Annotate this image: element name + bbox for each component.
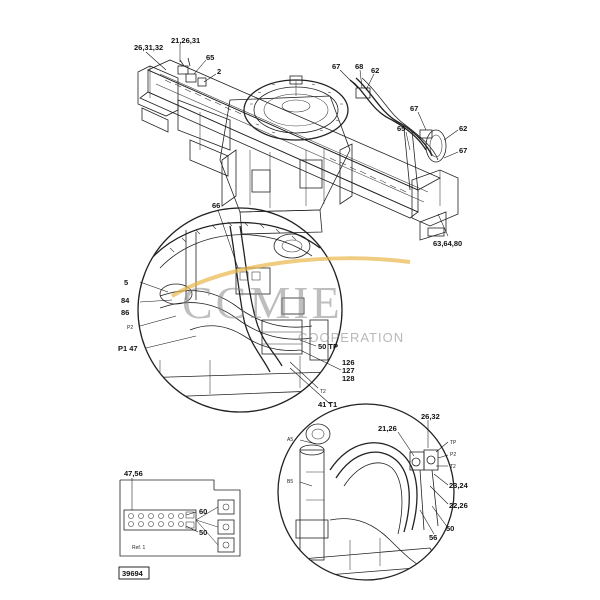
callout-47-56: 47,56 — [124, 469, 143, 478]
callout-a5: A5 — [287, 437, 293, 443]
callout-t2-b: T2 — [450, 464, 456, 470]
callout-67-a: 67 — [332, 62, 340, 71]
callout-84: 84 — [121, 296, 130, 305]
callout-tp-b: TP — [450, 440, 457, 446]
callout-50-b: 50 — [446, 524, 454, 533]
callout-65-b: 65 — [397, 124, 405, 133]
callout-2: 2 — [217, 67, 221, 76]
schematic-note: Ref. 1 — [132, 545, 146, 551]
watermark-brand: CCMIE — [182, 277, 343, 328]
callout-21-26-31: 21,26,31 — [171, 36, 200, 45]
callout-23-24: 23,24 — [449, 481, 469, 490]
callout-62-a: 62 — [371, 66, 379, 75]
callout-41-t1: 41 T1 — [318, 400, 337, 409]
top-assembly-drawing: 26,31,32 21,26,31 65 2 67 68 62 67 65 62… — [134, 36, 467, 248]
watermark-sub: COOPERATION — [298, 330, 404, 345]
callout-67-c: 67 — [459, 146, 467, 155]
detail-b-drawing: 26,32 21,26 A5 B5 TP P2 T2 23,24 22,26 5… — [277, 403, 469, 581]
detail-a-drawing: 66 5 84 86 P2 P1 47 50 TP 126 127 128 T2… — [118, 201, 355, 413]
callout-50-schematic: 50 — [199, 528, 207, 537]
callout-t2-a: T2 — [320, 389, 326, 395]
callout-56: 56 — [429, 533, 437, 542]
callout-22-26: 22,26 — [449, 501, 468, 510]
callout-p2: P2 — [127, 325, 133, 331]
callout-50-tp: 50 TP — [318, 342, 338, 351]
callout-p2-b: P2 — [450, 452, 456, 458]
callout-65-top: 65 — [206, 53, 214, 62]
callout-86: 86 — [121, 308, 129, 317]
watermark-logo: CCMIE COOPERATION — [170, 256, 411, 345]
callout-p1-47: P1 47 — [118, 344, 138, 353]
callout-26-32: 26,32 — [421, 412, 440, 421]
hydraulic-schematic: 47,56 60 50 Ref. 1 — [119, 469, 241, 557]
callout-126: 126 — [342, 358, 355, 367]
callout-60: 60 — [199, 507, 207, 516]
drawing-number: 39694 — [122, 569, 144, 578]
callout-128: 128 — [342, 374, 355, 383]
callout-67-b: 67 — [410, 104, 418, 113]
callout-127: 127 — [342, 366, 355, 375]
callout-26-31-32: 26,31,32 — [134, 43, 163, 52]
drawing-number-box: 39694 — [118, 566, 150, 580]
callout-62-b: 62 — [459, 124, 467, 133]
callout-66: 66 — [212, 201, 220, 210]
callout-68: 68 — [355, 62, 363, 71]
callout-21-26: 21,26 — [378, 424, 397, 433]
callout-b5: B5 — [287, 479, 293, 485]
callout-63-64-80: 63,64,80 — [433, 239, 462, 248]
callout-5: 5 — [124, 278, 128, 287]
